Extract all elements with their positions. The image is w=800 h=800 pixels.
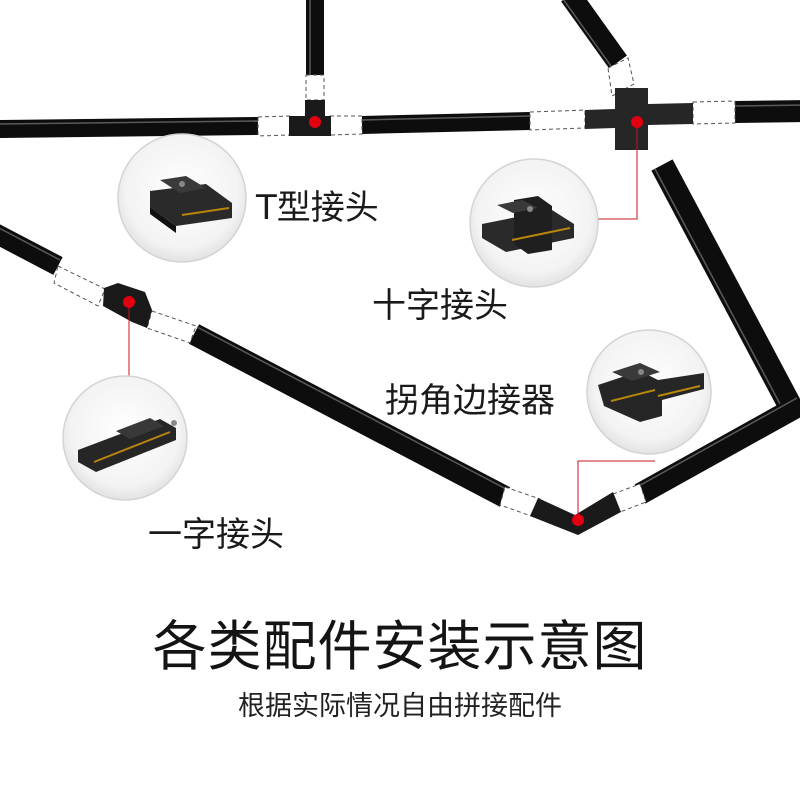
rail-upper-diagonal <box>561 0 627 69</box>
t-joint-marker <box>309 116 321 128</box>
rail-right-diagonal <box>651 159 800 421</box>
t-joint-label: T型接头 <box>256 188 379 228</box>
corner-connector-product-callout <box>586 329 712 455</box>
rail-top-right <box>734 100 800 123</box>
t-joint-product-image <box>150 176 232 233</box>
page-title: 各类配件安装示意图 <box>152 615 648 678</box>
connection-gaps <box>53 57 736 518</box>
rail-top-left <box>0 117 259 138</box>
rail-left-lower <box>188 324 511 507</box>
straight-joint-product-image <box>78 418 177 472</box>
corner-connector-marker <box>572 514 584 526</box>
cross-joint-product-callout <box>469 158 599 288</box>
cross-joint-product-image <box>482 196 574 254</box>
leader-lines <box>128 122 655 520</box>
cross-joint-marker <box>631 116 643 128</box>
corner-connector-label: 拐角边接器 <box>385 381 555 421</box>
rail-top-middle <box>361 112 531 134</box>
rail-top-vertical <box>306 0 324 75</box>
corner-connector <box>530 492 621 535</box>
corner-connector-product-image <box>598 363 704 422</box>
rail-left-upper <box>0 224 63 275</box>
cross-joint-label: 十字接头 <box>372 286 508 326</box>
t-joint-connector <box>289 100 331 136</box>
t-joint-product-callout <box>117 133 247 263</box>
rail-right-lower <box>634 395 800 504</box>
straight-joint-label: 一字接头 <box>148 515 284 555</box>
straight-joint-marker <box>123 296 135 308</box>
straight-joint-product-callout <box>62 375 188 501</box>
page-subtitle: 根据实际情况自由拼接配件 <box>238 691 562 722</box>
